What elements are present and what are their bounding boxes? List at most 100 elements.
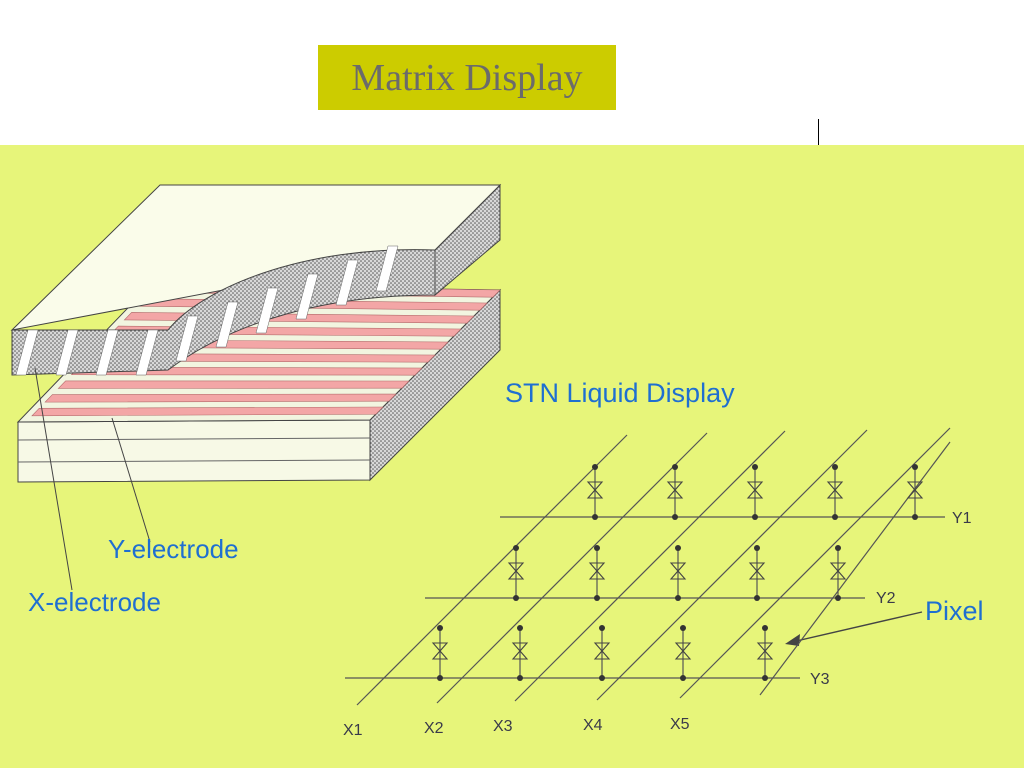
column-lines — [356, 427, 951, 706]
pixel-element — [906, 481, 924, 491]
pixel-node — [912, 514, 918, 520]
column-line — [356, 434, 628, 706]
pixel-label: Pixel — [925, 596, 984, 626]
x-electrode-stripe — [95, 329, 119, 376]
pixel-element — [593, 642, 611, 652]
stn-matrix-diagram: STN Liquid Display Y-electrode X-electro… — [10, 183, 984, 739]
pixel-element — [829, 562, 847, 572]
pixel-node — [672, 464, 678, 470]
divider-tick — [818, 119, 819, 145]
pixel-element — [826, 481, 844, 491]
x-electrode-stripe — [15, 329, 39, 376]
pixel-cells — [431, 464, 924, 681]
pixel-element — [588, 570, 606, 580]
pixel-element — [906, 489, 924, 499]
pixel-node — [752, 464, 758, 470]
pixel-node — [592, 514, 598, 520]
pixel-element — [431, 650, 449, 660]
column-label-x1: X1 — [343, 722, 363, 739]
pixel-element — [669, 562, 687, 572]
column-label-x2: X2 — [424, 720, 444, 737]
pixel-node — [754, 545, 760, 551]
column-line — [679, 427, 951, 699]
pixel-element — [511, 642, 529, 652]
row-label-y1: Y1 — [952, 510, 972, 527]
pixel-element — [666, 489, 684, 499]
slide-title-box: Matrix Display — [318, 45, 616, 110]
pixel-element — [431, 642, 449, 652]
x-electrode-stripe — [175, 315, 199, 362]
pixel-element — [511, 650, 529, 660]
pixel-element — [756, 642, 774, 652]
pixel-node — [754, 595, 760, 601]
pixel-node — [513, 595, 519, 601]
pixel-element — [586, 481, 604, 491]
pixel-node — [592, 464, 598, 470]
pixel-element — [674, 642, 692, 652]
pixel-element — [586, 489, 604, 499]
pixel-element — [593, 650, 611, 660]
y-electrode-stripe — [31, 406, 384, 417]
pixel-node — [680, 675, 686, 681]
pixel-element — [826, 489, 844, 499]
pixel-node — [762, 625, 768, 631]
column-line — [759, 441, 951, 696]
pixel-element — [507, 562, 525, 572]
pixel-element — [748, 570, 766, 580]
x-electrode-stripe — [55, 329, 79, 376]
lower-substrate-front — [17, 419, 371, 483]
column-line — [514, 430, 786, 702]
x-electrode-label: X-electrode — [28, 587, 161, 617]
row-label-y3: Y3 — [810, 671, 830, 688]
pixel-element — [746, 481, 764, 491]
pixel-node — [437, 675, 443, 681]
pixel-node — [832, 464, 838, 470]
pixel-node — [835, 545, 841, 551]
pixel-node — [912, 464, 918, 470]
y-electrode-stripe — [44, 393, 397, 403]
pixel-arrowhead — [785, 634, 800, 646]
pixel-node — [594, 545, 600, 551]
x-electrode-stripe — [135, 329, 159, 376]
pixel-element — [829, 570, 847, 580]
pixel-node — [513, 545, 519, 551]
stn-label: STN Liquid Display — [505, 378, 735, 408]
pixel-node — [675, 545, 681, 551]
x-electrode-stripe — [215, 301, 239, 348]
y-electrode-leader — [111, 417, 151, 543]
pixel-node — [675, 595, 681, 601]
pixel-arrow-line — [791, 611, 923, 643]
y-electrode-stripe — [57, 380, 410, 389]
pixel-node — [437, 625, 443, 631]
pixel-node — [832, 514, 838, 520]
pixel-node — [599, 625, 605, 631]
diagram-panel: STN Liquid Display Y-electrode X-electro… — [0, 145, 1024, 768]
x-electrode-stripe — [255, 287, 279, 334]
pixel-node — [672, 514, 678, 520]
lcd-panel-illustration — [10, 183, 502, 483]
pixel-node — [680, 625, 686, 631]
column-label-x4: X4 — [583, 717, 603, 734]
y-electrode-label: Y-electrode — [108, 534, 239, 564]
column-line — [436, 432, 708, 704]
slide-title: Matrix Display — [351, 56, 583, 99]
pixel-node — [594, 595, 600, 601]
column-line — [596, 429, 868, 701]
pixel-element — [669, 570, 687, 580]
pixel-node — [517, 625, 523, 631]
pixel-element — [746, 489, 764, 499]
x-electrode-leader — [34, 367, 73, 591]
pixel-element — [748, 562, 766, 572]
pixel-node — [762, 675, 768, 681]
row-label-y2: Y2 — [876, 590, 896, 607]
pixel-element — [507, 570, 525, 580]
pixel-element — [588, 562, 606, 572]
pixel-element — [756, 650, 774, 660]
matrix-grid — [345, 427, 951, 706]
x-electrode-stripe — [375, 245, 399, 292]
column-label-x5: X5 — [670, 716, 690, 733]
column-label-x3: X3 — [493, 718, 513, 735]
x-electrode-stripes — [15, 245, 399, 376]
pixel-node — [752, 514, 758, 520]
x-electrode-stripe — [335, 259, 359, 306]
